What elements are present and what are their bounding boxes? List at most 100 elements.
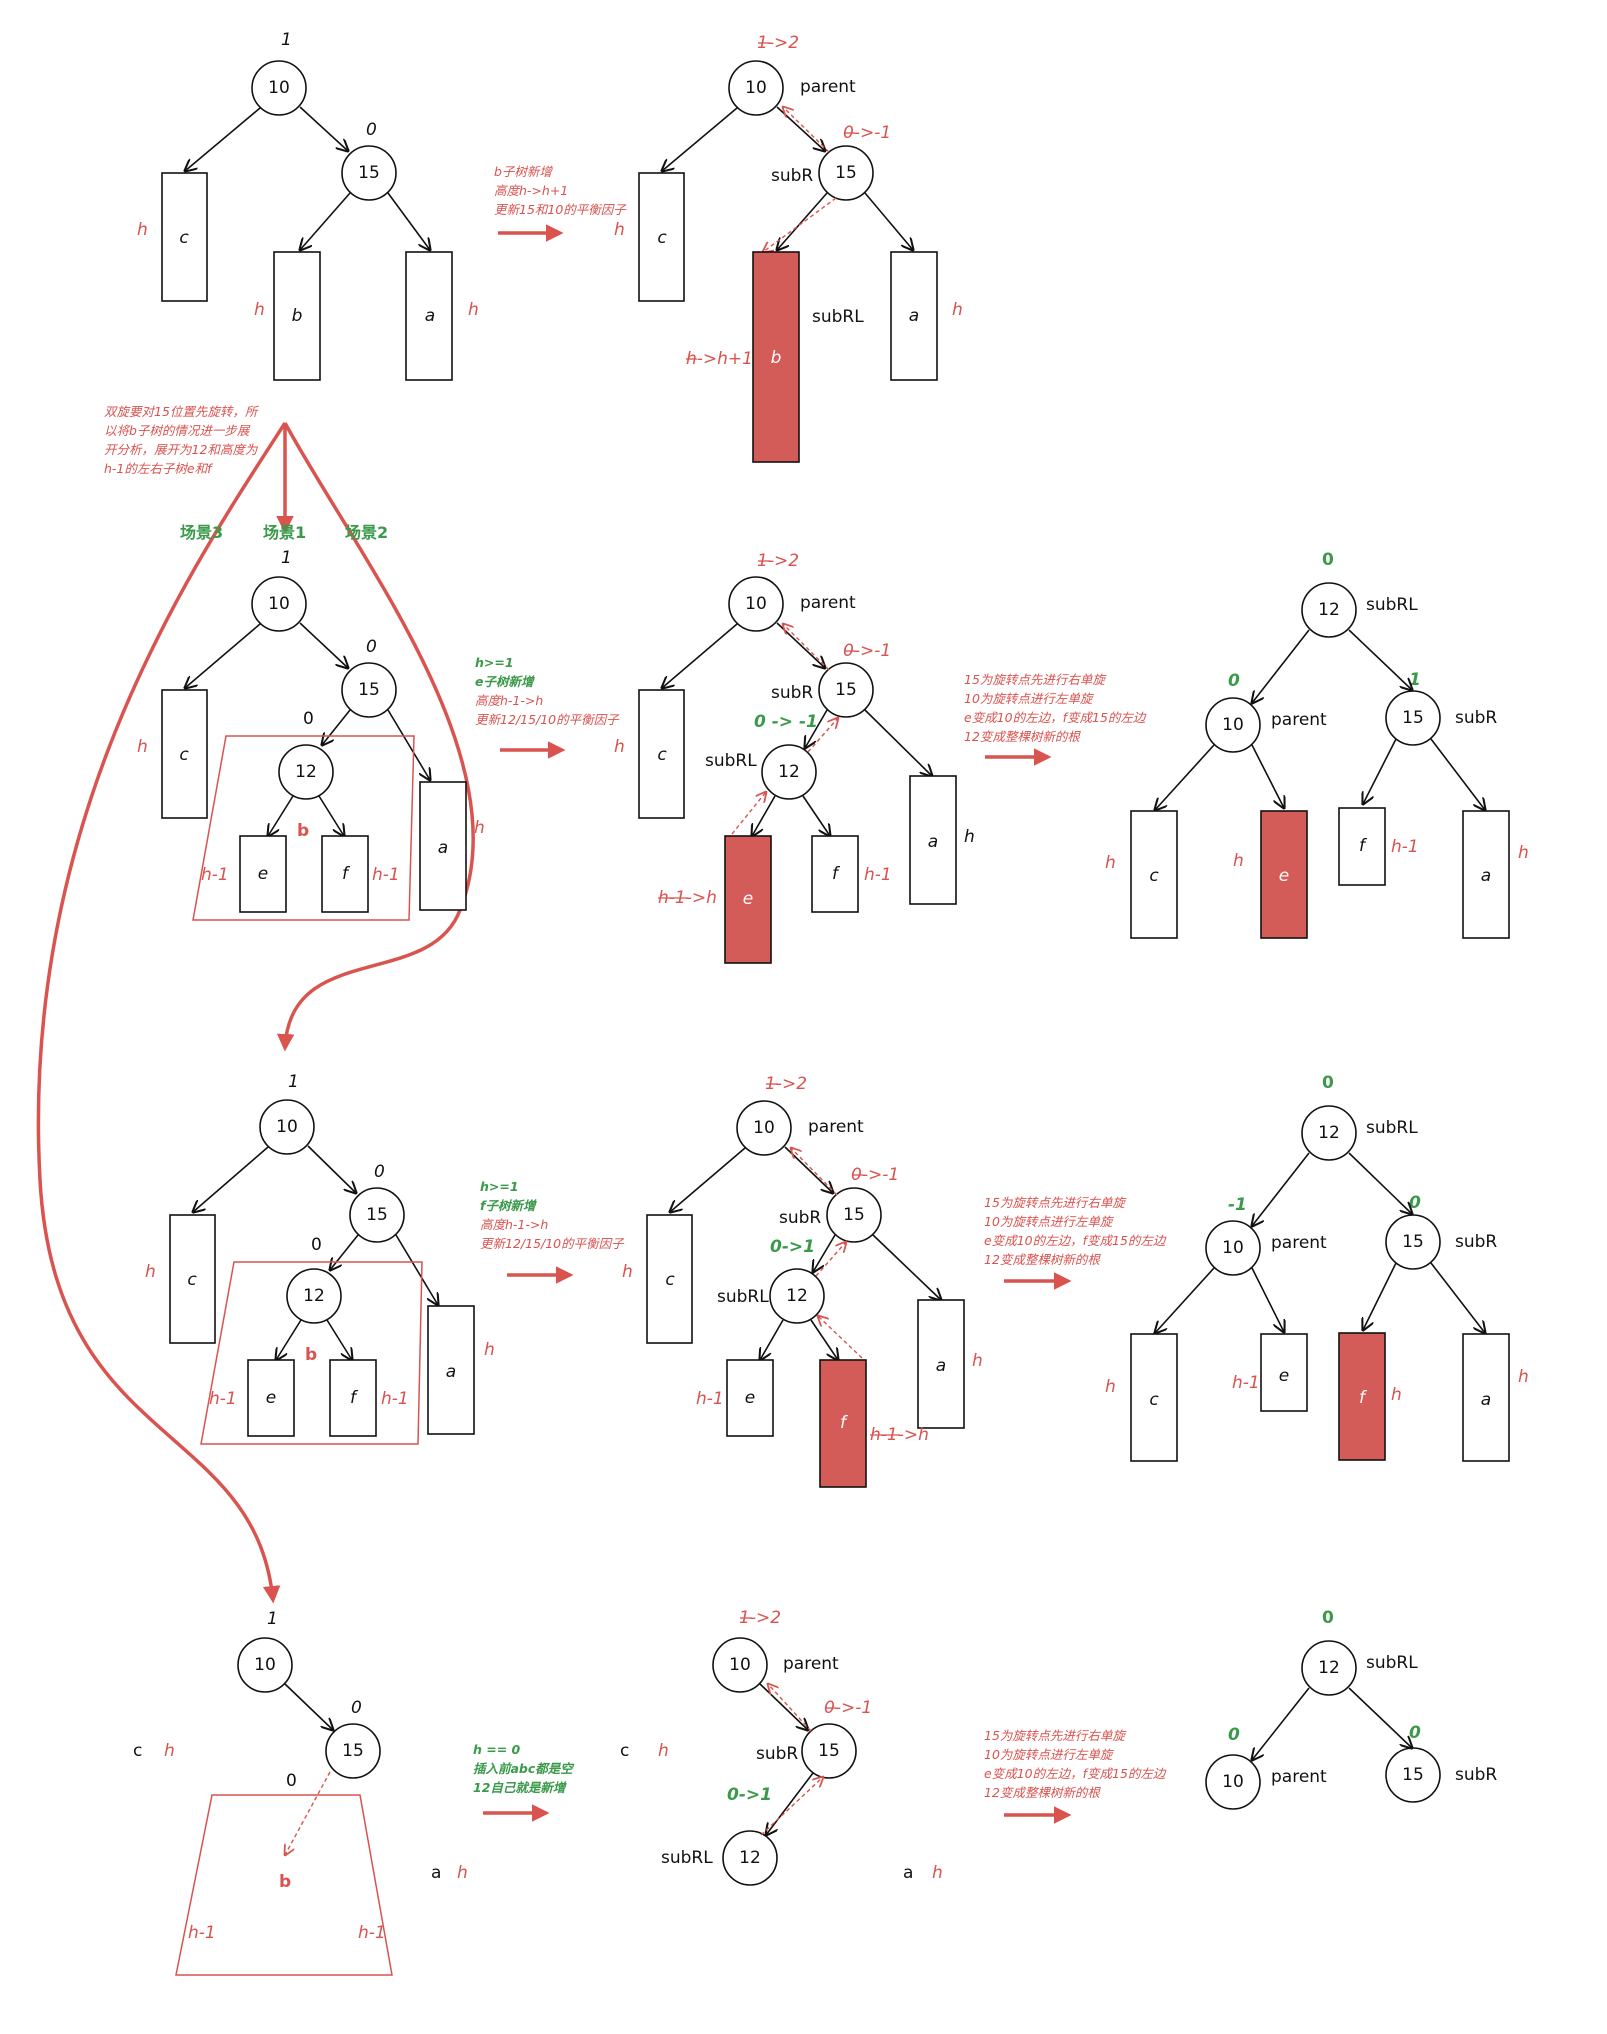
svg-text:0->-1: 0->-1 [843, 641, 891, 661]
svg-text:0->-1: 0->-1 [824, 1698, 872, 1718]
subtree-c: c [161, 689, 208, 819]
svg-text:双旋要对15位置先旋转，所: 双旋要对15位置先旋转，所 [104, 404, 260, 419]
svg-text:h-1: h-1 [209, 1389, 237, 1409]
rot1-note: 15为旋转点先进行右单旋 10为旋转点进行左单旋 e变成10的左边，f变成15的… [964, 672, 1147, 744]
svg-text:15: 15 [358, 163, 380, 183]
svg-text:0: 0 [1228, 671, 1240, 691]
svg-text:1->2: 1->2 [765, 1074, 807, 1094]
svg-text:0: 0 [366, 637, 377, 657]
svg-text:更新12/15/10的平衡因子: 更新12/15/10的平衡因子 [480, 1236, 625, 1251]
svg-text:10: 10 [745, 78, 767, 98]
subtree-a: a [427, 1305, 475, 1435]
svg-text:h: h [484, 1340, 495, 1360]
svg-text:0: 0 [1322, 1073, 1334, 1093]
node-15: 15 [818, 662, 874, 718]
node-15: 15 [349, 1187, 405, 1243]
bf-15: 0 [366, 120, 377, 140]
svg-text:h>=1: h>=1 [475, 655, 514, 670]
svg-text:c: c [133, 1741, 142, 1761]
subtree-a: a [1462, 810, 1510, 939]
svg-text:10: 10 [1222, 715, 1244, 735]
svg-text:12: 12 [303, 1286, 325, 1306]
subtree-c: c [638, 172, 685, 302]
svg-text:10: 10 [276, 1117, 298, 1137]
row4-middle: 1->2 10 parent 0->-1 15 subR 0->1 12 sub… [620, 1608, 943, 1886]
subtree-c: c [646, 1214, 693, 1344]
subtree-f: f [329, 1359, 377, 1437]
node-10: 10 [1205, 1754, 1261, 1810]
expanded-b-region [200, 1261, 423, 1445]
svg-text:15: 15 [1402, 1232, 1424, 1252]
svg-text:0->-1: 0->-1 [843, 123, 891, 143]
svg-text:parent: parent [808, 1117, 864, 1137]
subtree-e-grown: e [1260, 810, 1308, 939]
svg-text:a: a [928, 832, 938, 852]
svg-text:10为旋转点进行左单旋: 10为旋转点进行左单旋 [964, 691, 1095, 706]
svg-text:parent: parent [1271, 1767, 1327, 1787]
curved-arrow-icon [276, 422, 475, 1052]
svg-text:插入前abc都是空: 插入前abc都是空 [473, 1761, 575, 1776]
svg-text:10: 10 [753, 1118, 775, 1138]
svg-text:10: 10 [1222, 1238, 1244, 1258]
svg-text:b: b [305, 1345, 317, 1365]
subtree-c: c [1130, 810, 1178, 939]
svg-text:f: f [350, 1388, 359, 1408]
svg-text:场景2: 场景2 [345, 523, 388, 542]
node-10: 10 [736, 1100, 792, 1156]
svg-text:subR: subR [779, 1208, 821, 1228]
node-10: 10 [728, 576, 784, 632]
svg-text:e变成10的左边，f变成15的左边: e变成10的左边，f变成15的左边 [984, 1233, 1167, 1248]
svg-text:15: 15 [1402, 708, 1424, 728]
subtree-f-grown: f [1338, 1332, 1386, 1461]
svg-text:10: 10 [745, 594, 767, 614]
label-parent: parent [800, 77, 856, 97]
expand-note: 双旋要对15位置先旋转，所 以将b子树的情况进一步展 开分析，展开为12和高度为… [104, 404, 260, 476]
svg-text:h-1: h-1 [1232, 1373, 1260, 1393]
svg-text:0 -> -1: 0 -> -1 [754, 712, 818, 732]
bf-10: 1 [281, 30, 292, 50]
svg-text:c: c [665, 1270, 675, 1290]
svg-text:e: e [258, 864, 268, 884]
svg-text:c: c [657, 228, 667, 248]
svg-text:15: 15 [366, 1205, 388, 1225]
svg-text:h-1: h-1 [381, 1389, 409, 1409]
svg-text:a: a [438, 838, 448, 858]
label-subRL: subRL [812, 307, 864, 327]
svg-text:a: a [1481, 1390, 1491, 1410]
svg-text:10为旋转点进行左单旋: 10为旋转点进行左单旋 [984, 1214, 1115, 1229]
row3-middle: 1->2 10 parent 0->-1 15 subR 0->1 12 sub… [622, 1074, 983, 1488]
svg-text:以将b子树的情况进一步展: 以将b子树的情况进一步展 [104, 423, 251, 438]
svg-text:15为旋转点先进行右单旋: 15为旋转点先进行右单旋 [984, 1195, 1127, 1210]
svg-text:h: h [137, 737, 148, 757]
svg-text:e: e [266, 1388, 276, 1408]
svg-text:e变成10的左边，f变成15的左边: e变成10的左边，f变成15的左边 [964, 710, 1147, 725]
subtree-c: c [169, 1214, 216, 1344]
node-12: 12 [1301, 1640, 1357, 1696]
svg-text:c: c [1149, 1390, 1159, 1410]
svg-text:subRL: subRL [717, 1287, 769, 1307]
svg-text:h>=1: h>=1 [480, 1179, 519, 1194]
row4-before: 1 10 0 15 0 b c h a h h-1 h-1 [133, 1609, 468, 1976]
svg-text:1: 1 [1409, 670, 1421, 690]
svg-text:1: 1 [288, 1072, 299, 1092]
svg-text:高度h-1->h: 高度h-1->h [475, 693, 543, 708]
svg-text:h->h+1: h->h+1 [686, 349, 753, 369]
svg-text:-1: -1 [1228, 1195, 1247, 1215]
svg-text:a: a [1481, 866, 1491, 886]
svg-text:b: b [292, 306, 303, 326]
subtree-a: a [405, 251, 453, 381]
svg-text:h: h [164, 1741, 175, 1761]
expanded-b-region [175, 1794, 393, 1976]
svg-text:c: c [657, 745, 667, 765]
node-15: 15 [826, 1187, 882, 1243]
svg-text:10为旋转点进行左单旋: 10为旋转点进行左单旋 [984, 1747, 1115, 1762]
svg-text:h: h [1105, 1377, 1116, 1397]
svg-text:subR: subR [771, 683, 813, 703]
svg-text:h: h [1518, 843, 1529, 863]
height-c: h [137, 220, 148, 240]
svg-text:1: 1 [281, 548, 292, 568]
svg-text:h: h [1233, 851, 1244, 871]
svg-text:subRL: subRL [661, 1848, 713, 1868]
svg-text:1->2: 1->2 [739, 1608, 781, 1628]
svg-text:10: 10 [1222, 1772, 1244, 1792]
